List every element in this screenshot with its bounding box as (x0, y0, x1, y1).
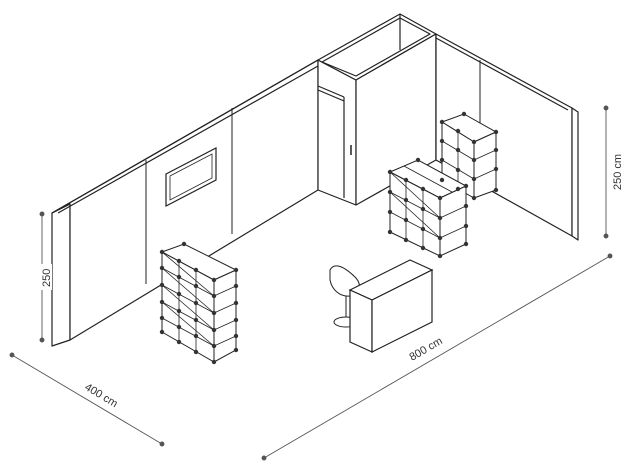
left-shelf-nodes (159, 241, 239, 365)
storage-room-front (317, 59, 357, 206)
reception-counter (348, 259, 434, 353)
dimension-lines (9, 105, 613, 461)
right-height-label: 250 cm (612, 154, 624, 190)
right-shelf-nodes (387, 111, 499, 259)
dimension-labels: 250 250 cm 400 cm 800 cm (40, 146, 624, 413)
right-wall-end (571, 107, 579, 241)
right-cube-shelf (388, 159, 468, 257)
left-height-label: 250 (41, 269, 53, 287)
left-wall (51, 203, 71, 347)
walls (51, 13, 579, 347)
wall-monitor (165, 147, 217, 207)
left-cube-shelf (160, 243, 238, 363)
